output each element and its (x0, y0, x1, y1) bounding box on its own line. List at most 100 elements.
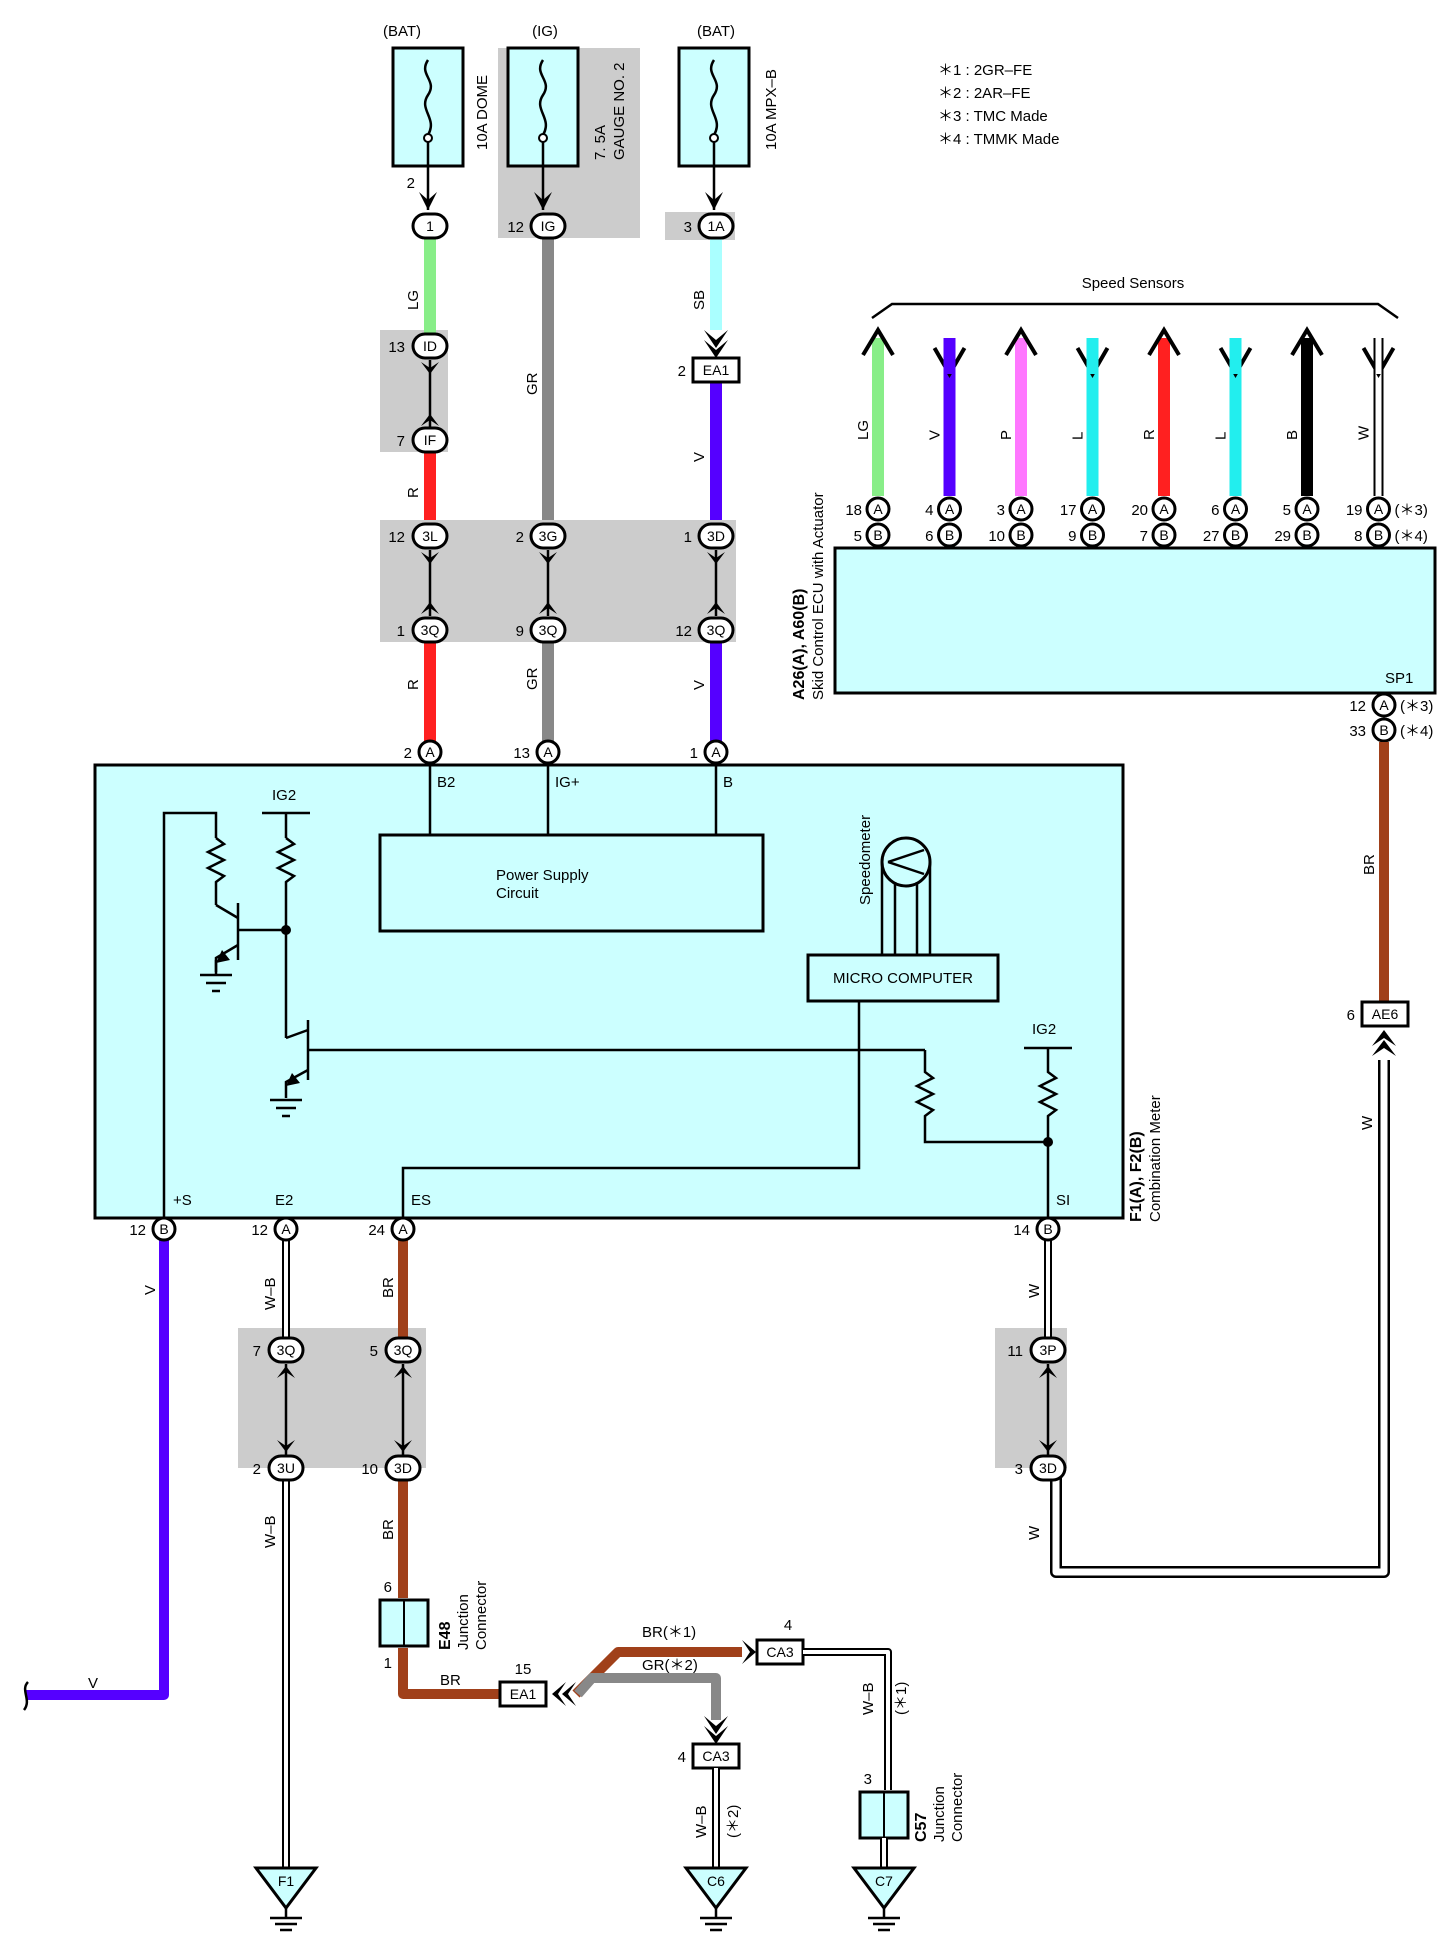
note-1: ＊1 : 2GR–FE (938, 62, 1032, 79)
skid-ecu-name: Skid Control ECU with Actuator (810, 492, 827, 700)
sensor-channel-flm: VA4B6FL– (925, 338, 967, 572)
ground-c7: C7 (851, 1866, 917, 1932)
wire-r-label-2: R (405, 679, 422, 690)
sensor-pin-b-conn: B (1302, 527, 1311, 543)
ground-f1: F1 (253, 1866, 319, 1932)
meter-pin-b: A 1 (690, 739, 729, 765)
sp1-pin-b-conn: B (1379, 722, 1388, 738)
wire-star1-label: (＊1) (893, 1682, 910, 1715)
sp1-pin-a-num: 12 (1349, 698, 1366, 715)
meter-pin-s-num: 12 (129, 1222, 146, 1239)
sensor-suffix-b: (＊4) (1395, 528, 1428, 545)
wire-sb-label: SB (691, 290, 708, 310)
wire-wb-label-1: W–B (262, 1277, 279, 1310)
meter-pin-si: B 14 (1013, 1216, 1061, 1242)
sensor-pin-b-conn: B (1088, 527, 1097, 543)
sensor-pin-a (1294, 496, 1320, 522)
fuse-gauge-label1: 7. 5A (592, 125, 609, 160)
meter-term-e2: E2 (275, 1192, 293, 1209)
sensor-suffix-a: (＊3) (1395, 502, 1428, 519)
ground-c7-label: C7 (875, 1873, 893, 1889)
wire-v-label-3: V (142, 1285, 159, 1295)
fuse-mpx-source: (BAT) (697, 23, 735, 40)
sp1-pin-b-num: 33 (1349, 723, 1366, 740)
note-2: ＊2 : 2AR–FE (938, 85, 1031, 102)
wire-gr2-label: GR(＊2) (642, 1657, 698, 1674)
meter-pin-si-conn: B (1043, 1221, 1052, 1237)
sensor-pin-b (1151, 522, 1177, 548)
conn-3q-r-pin: 1 (397, 623, 405, 640)
meter-pin-b-num: 1 (690, 745, 698, 762)
junction-c57-pin: 3 (864, 1771, 872, 1788)
sensor-pin-a-conn: A (873, 501, 883, 517)
sensor-arrow-up (1147, 326, 1181, 357)
wire-w-label-2: W (1026, 1525, 1043, 1540)
conn-ca3-low: CA3 4 (678, 1742, 741, 1770)
junction-c57: 3 C57 Junction Connector (858, 1771, 966, 1842)
sensor-pin-b-num: 5 (854, 528, 862, 545)
meter-term-b: B (723, 774, 733, 791)
meter-term-s: +S (173, 1192, 192, 1209)
meter-pin-ig-num: 13 (513, 745, 530, 762)
wire-gr-label-1: GR (524, 372, 541, 395)
conn-3d-top-label: 3D (707, 528, 725, 544)
wire-v-label-2: V (691, 680, 708, 690)
conn-ig-label: IG (541, 218, 556, 234)
micro-computer-box (806, 953, 1000, 1003)
sensor-pin-b (937, 522, 962, 548)
sensor-wire-color: R (1141, 429, 1158, 440)
conn-3u-label: 3U (277, 1460, 295, 1476)
sensor-wire-color: LG (855, 420, 872, 440)
ground-c6-label: C6 (707, 1873, 725, 1889)
sensor-pin-a-num: 4 (925, 502, 933, 519)
fuse-gauge-source: (IG) (532, 23, 558, 40)
conn-3q-v: 3Q 12 (675, 616, 735, 644)
meter-pin-s-conn: B (159, 1221, 168, 1237)
conn-1a-label: 1A (707, 218, 725, 234)
conn-ea1-top-label: EA1 (703, 362, 730, 378)
sensor-pin-a-conn: A (1374, 501, 1384, 517)
wire-v-bottom (26, 1240, 169, 1700)
wire-v-label-1: V (691, 452, 708, 462)
sensor-arrow-up (1004, 326, 1038, 357)
conn-ae6-label: AE6 (1372, 1006, 1399, 1022)
speed-sensors-title: Speed Sensors (1082, 275, 1185, 292)
sp1-pin-a-suffix: (＊3) (1400, 698, 1433, 715)
conn-dome-1-label: 1 (426, 218, 434, 234)
conn-1a-pin: 3 (684, 219, 692, 236)
wire-br-ea1 (398, 1648, 500, 1699)
sensor-pin-b (1008, 522, 1034, 548)
meter-ig2-left: IG2 (272, 787, 296, 804)
conn-ca3-top-pin: 4 (784, 1617, 792, 1634)
meter-pin-ig: A 13 (513, 739, 561, 765)
sensor-pin-b-num: 29 (1274, 528, 1291, 545)
meter-term-b2: B2 (437, 774, 455, 791)
sensor-pin-a (937, 496, 962, 522)
sensor-pin-b-num: 7 (1140, 528, 1148, 545)
conn-3l-label: 3L (422, 528, 438, 544)
sensor-pin-a-num: 17 (1060, 502, 1077, 519)
sensor-channel-flp: LGA18B5FL+ (845, 326, 895, 572)
sensor-channel-rrp: BA5B29RR+ (1274, 326, 1324, 572)
meter-pin-b-conn: A (711, 744, 721, 760)
ground-c6: C6 (683, 1866, 749, 1932)
sensor-pin-b (865, 522, 891, 548)
conn-3q-wb-pin: 7 (253, 1343, 261, 1360)
speed-sensor-channels: LGA18B5FL+VA4B6FL–PA3B10FR+LA17B9FR–RA20… (845, 326, 1428, 572)
meter-id: F1(A), F2(B) (1128, 1131, 1145, 1222)
conn-ca3-top: CA3 4 (755, 1617, 805, 1666)
conn-3l-pin: 12 (388, 529, 405, 546)
sensor-channel-rlm: LA6B27RL– (1203, 338, 1253, 572)
ground-f1-label: F1 (278, 1873, 295, 1889)
fuse-dome-source: (BAT) (383, 23, 421, 40)
sensor-wire-color: W (1356, 425, 1373, 440)
conn-3d-br-pin: 10 (361, 1461, 378, 1478)
wire-lg-label: LG (405, 290, 422, 310)
sensor-pin-b-conn: B (1159, 527, 1168, 543)
sensor-pin-a-num: 6 (1211, 502, 1219, 519)
wire-w-label-3: W (1359, 1115, 1376, 1130)
conn-if: IF 7 (397, 426, 449, 454)
conn-if-pin: 7 (397, 433, 405, 450)
meter-term-si: SI (1056, 1192, 1070, 1209)
